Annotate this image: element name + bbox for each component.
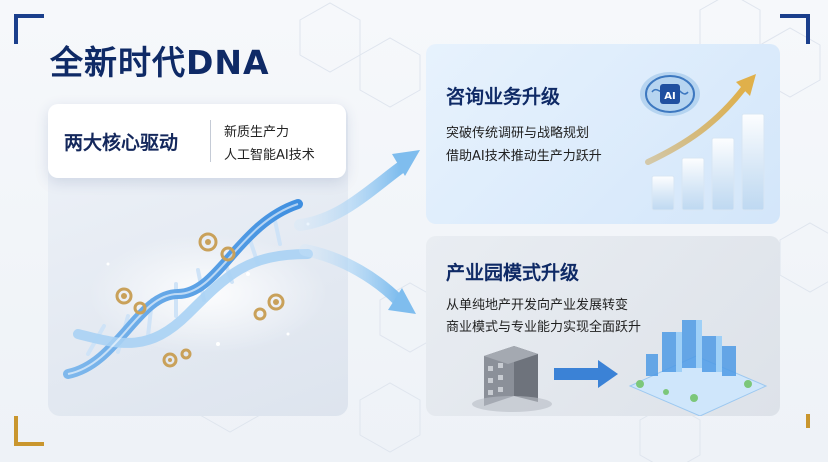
- corner-tick-bottom-right: [806, 414, 810, 428]
- park-transformation-illustration: [472, 320, 768, 416]
- consulting-description-line: 借助AI技术推动生产力跃升: [446, 149, 602, 164]
- park-title: 产业园模式升级: [446, 262, 580, 284]
- corner-bracket-top-right: [780, 14, 810, 44]
- consulting-title: 咨询业务升级: [446, 86, 561, 108]
- core-drivers-card: 两大核心驱动 新质生产力 人工智能AI技术: [48, 104, 346, 178]
- arrow-head-consulting: [392, 150, 420, 176]
- industrial-park-upgrade-card: 产业园模式升级 从单纯地产开发向产业发展转变 商业模式与专业能力实现全面跃升: [426, 236, 780, 416]
- core-drivers-title: 两大核心驱动: [64, 132, 179, 154]
- corner-bracket-bottom-left: [14, 416, 44, 446]
- smart-park-icon: [628, 320, 768, 416]
- glass-bars: [651, 113, 765, 211]
- arrow-to-consulting: [294, 162, 406, 231]
- dna-helix-illustration: [63, 199, 328, 379]
- core-driver-item: 人工智能AI技术: [224, 148, 315, 163]
- core-driver-item: 新质生产力: [224, 125, 290, 140]
- arrow-to-park: [299, 244, 404, 306]
- consulting-description-line: 突破传统调研与战略规划: [446, 126, 590, 141]
- arrow-head-park: [388, 288, 416, 314]
- consulting-upgrade-card: 咨询业务升级 突破传统调研与战略规划 借助AI技术推动生产力跃升: [426, 44, 780, 224]
- park-description-line: 从单纯地产开发向产业发展转变: [446, 298, 629, 313]
- grey-building-icon: [472, 346, 552, 412]
- core-drivers-divider: [210, 120, 211, 162]
- corner-bracket-top-left: [14, 14, 44, 44]
- page-title: 全新时代DNA: [50, 43, 270, 82]
- ai-growth-chart-illustration: AI: [640, 72, 765, 211]
- ai-brain-icon: [640, 72, 700, 116]
- ai-chip-label: AI: [664, 91, 675, 102]
- transform-arrow-icon: [554, 360, 618, 388]
- park-description-line: 商业模式与专业能力实现全面跃升: [446, 320, 642, 335]
